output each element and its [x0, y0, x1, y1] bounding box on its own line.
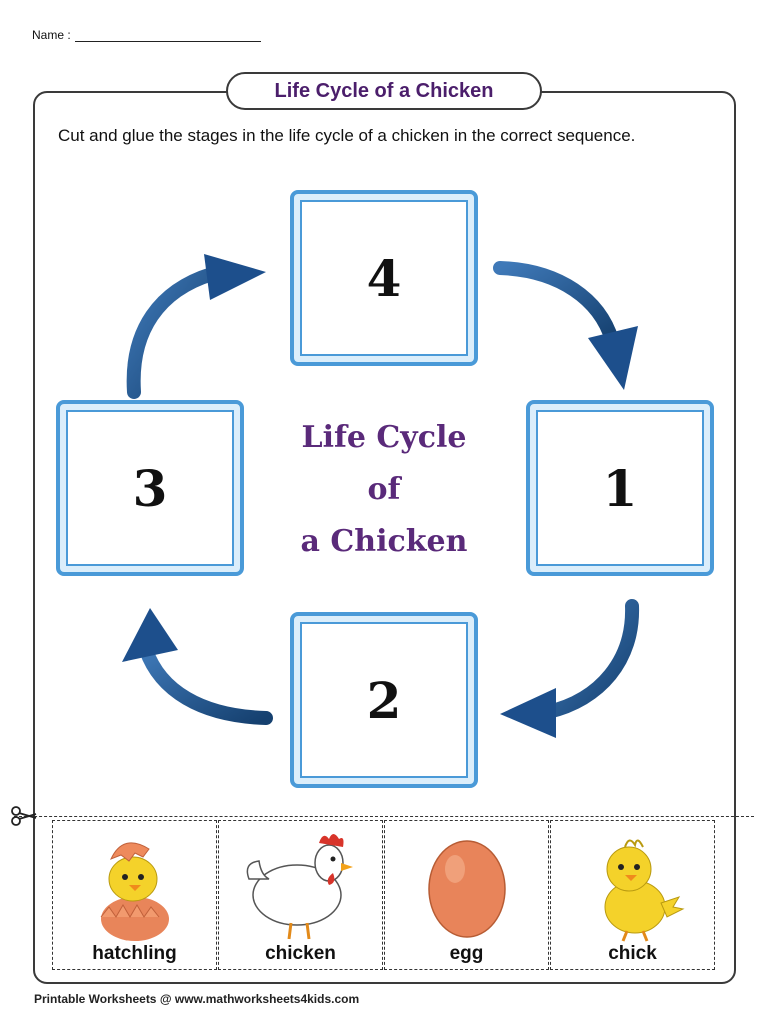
- center-title: Life Cycle of a Chicken: [268, 412, 500, 568]
- scissors-icon: [11, 806, 37, 826]
- card-egg[interactable]: egg: [384, 820, 549, 970]
- worksheet-title: Life Cycle of a Chicken: [226, 72, 542, 110]
- chick-icon: [604, 839, 685, 942]
- card-label-hatchling: hatchling: [92, 943, 177, 964]
- stage-box-top[interactable]: 4: [290, 190, 478, 366]
- hen-icon: [246, 834, 353, 940]
- name-label: Name :: [32, 28, 71, 42]
- card-label-egg: egg: [449, 943, 484, 964]
- footer-credit[interactable]: Printable Worksheets @ www.mathworksheet…: [34, 992, 360, 1006]
- name-input-line[interactable]: [74, 28, 261, 42]
- stage-number-bottom: 2: [300, 622, 468, 778]
- egg-icon: [428, 840, 506, 938]
- stage-number-top: 4: [300, 200, 468, 356]
- center-title-line-2: of: [367, 472, 401, 507]
- card-label-chicken: chicken: [265, 943, 336, 964]
- card-chick[interactable]: chick: [550, 820, 715, 970]
- stage-box-right[interactable]: 1: [526, 400, 714, 576]
- card-hatchling[interactable]: hatchling: [52, 820, 217, 970]
- center-title-line-1: Life Cycle: [301, 420, 467, 455]
- cut-line: [14, 816, 754, 817]
- stage-box-left[interactable]: 3: [56, 400, 244, 576]
- stage-number-left: 3: [66, 410, 234, 566]
- hatchling-icon: [100, 842, 169, 941]
- instructions-text: Cut and glue the stages in the life cycl…: [58, 126, 636, 145]
- stage-number-right: 1: [536, 410, 704, 566]
- card-chicken[interactable]: chicken: [218, 820, 383, 970]
- name-field: Name :: [32, 28, 261, 42]
- card-label-chick: chick: [608, 943, 657, 964]
- stage-box-bottom[interactable]: 2: [290, 612, 478, 788]
- center-title-line-3: a Chicken: [300, 524, 468, 559]
